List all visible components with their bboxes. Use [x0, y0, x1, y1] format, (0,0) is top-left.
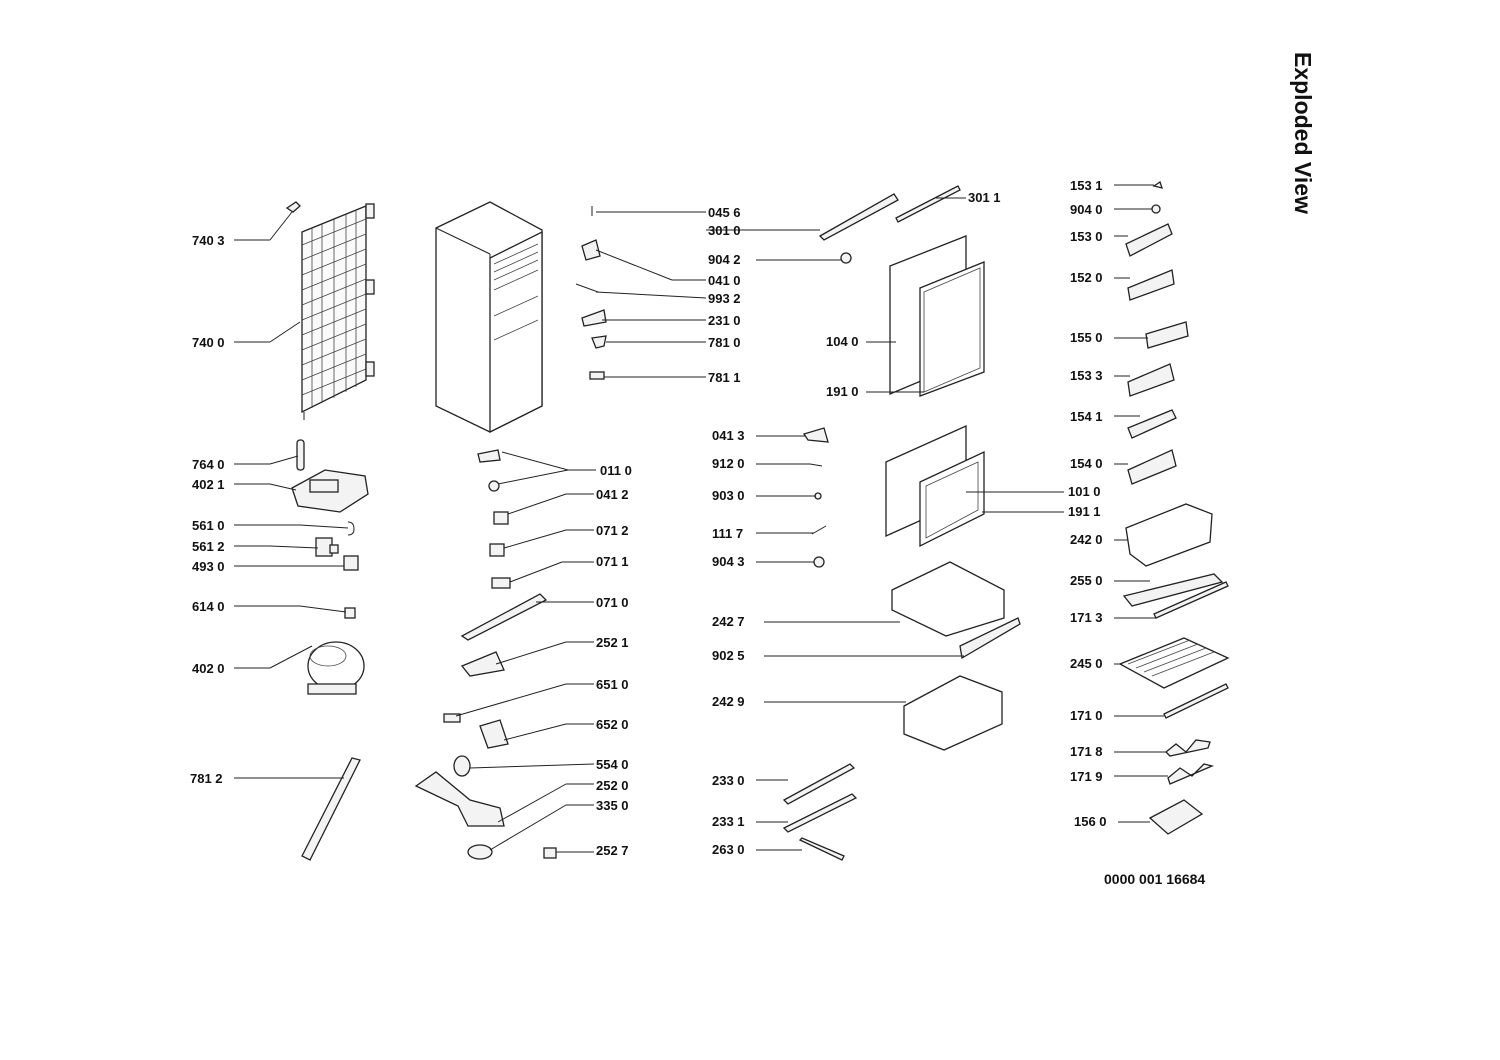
- label-561-2: 561 2: [192, 539, 225, 554]
- label-993-2: 993 2: [708, 291, 741, 306]
- label-101-0: 101 0: [1068, 484, 1101, 499]
- leader-lines: [234, 184, 1168, 853]
- label-904-2: 904 2: [708, 252, 741, 267]
- label-154-1: 154 1: [1070, 409, 1103, 424]
- label-156-0: 156 0: [1074, 814, 1107, 829]
- label-242-7: 242 7: [712, 614, 745, 629]
- label-233-1: 233 1: [712, 814, 745, 829]
- label-781-1: 781 1: [708, 370, 741, 385]
- door-bin-parts: [1118, 180, 1230, 835]
- label-071-2: 071 2: [596, 523, 629, 538]
- label-263-0: 263 0: [712, 842, 745, 857]
- page-title-text: Exploded View: [1290, 52, 1316, 214]
- label-402-0: 402 0: [192, 661, 225, 676]
- label-554-0: 554 0: [596, 757, 629, 772]
- label-242-0: 242 0: [1070, 532, 1103, 547]
- label-255-0: 255 0: [1070, 573, 1103, 588]
- label-764-0: 764 0: [192, 457, 225, 472]
- label-651-0: 651 0: [596, 677, 629, 692]
- label-301-0: 301 0: [708, 223, 741, 238]
- label-153-1: 153 1: [1070, 178, 1103, 193]
- freezer-door-part: [889, 235, 985, 397]
- label-902-5: 902 5: [712, 648, 745, 663]
- label-402-1: 402 1: [192, 477, 225, 492]
- filter-part: [296, 439, 305, 471]
- label-233-0: 233 0: [712, 773, 745, 788]
- label-561-0: 561 0: [192, 518, 225, 533]
- label-231-0: 231 0: [708, 313, 741, 328]
- column-3-parts: [575, 206, 852, 568]
- clip-part: [285, 201, 301, 213]
- label-614-0: 614 0: [192, 599, 225, 614]
- part-labels: 740 3 740 0 764 0 402 1 561 0 561 2 493 …: [190, 178, 1107, 858]
- label-171-0: 171 0: [1070, 708, 1103, 723]
- column-2-parts: [414, 449, 557, 860]
- label-071-1: 071 1: [596, 554, 629, 569]
- label-111-7: 111 7: [712, 526, 743, 541]
- label-335-0: 335 0: [596, 798, 629, 813]
- label-011-0: 011 0: [600, 463, 632, 478]
- document-number: 0000 001 16684: [1104, 871, 1206, 887]
- label-104-0: 104 0: [826, 334, 859, 349]
- label-153-0: 153 0: [1070, 229, 1103, 244]
- label-041-3: 041 3: [712, 428, 745, 443]
- label-155-0: 155 0: [1070, 330, 1103, 345]
- label-493-0: 493 0: [192, 559, 225, 574]
- cabinet-part: [435, 201, 543, 434]
- label-191-0: 191 0: [826, 384, 859, 399]
- label-171-9: 171 9: [1070, 769, 1103, 784]
- fridge-door-part: [885, 424, 985, 548]
- label-245-0: 245 0: [1070, 656, 1103, 671]
- label-904-3: 904 3: [712, 554, 745, 569]
- label-781-2: 781 2: [190, 771, 223, 786]
- label-154-0: 154 0: [1070, 456, 1103, 471]
- label-041-2: 041 2: [596, 487, 629, 502]
- label-252-7: 252 7: [596, 843, 629, 858]
- label-903-0: 903 0: [712, 488, 745, 503]
- label-252-0: 252 0: [596, 778, 629, 793]
- condenser-part: [301, 203, 375, 420]
- label-152-0: 152 0: [1070, 270, 1103, 285]
- label-171-8: 171 8: [1070, 744, 1103, 759]
- label-740-0: 740 0: [192, 335, 225, 350]
- label-191-1: 191 1: [1068, 504, 1101, 519]
- label-301-1: 301 1: [968, 190, 1001, 205]
- label-904-0: 904 0: [1070, 202, 1103, 217]
- label-740-3: 740 3: [192, 233, 225, 248]
- label-252-1: 252 1: [596, 635, 629, 650]
- label-045-6: 045 6: [708, 205, 741, 220]
- rail-part: [818, 193, 899, 241]
- label-242-9: 242 9: [712, 694, 745, 709]
- compressor-part: [307, 641, 365, 695]
- label-781-0: 781 0: [708, 335, 741, 350]
- label-071-0: 071 0: [596, 595, 629, 610]
- label-041-0: 041 0: [708, 273, 741, 288]
- label-912-0: 912 0: [712, 456, 745, 471]
- label-652-0: 652 0: [596, 717, 629, 732]
- label-153-3: 153 3: [1070, 368, 1103, 383]
- drain-bar-part: [301, 757, 361, 861]
- label-171-3: 171 3: [1070, 610, 1103, 625]
- part-drawings: [285, 180, 1230, 861]
- page-title: Exploded View: [1258, 52, 1338, 252]
- drawer-parts: [891, 561, 1021, 751]
